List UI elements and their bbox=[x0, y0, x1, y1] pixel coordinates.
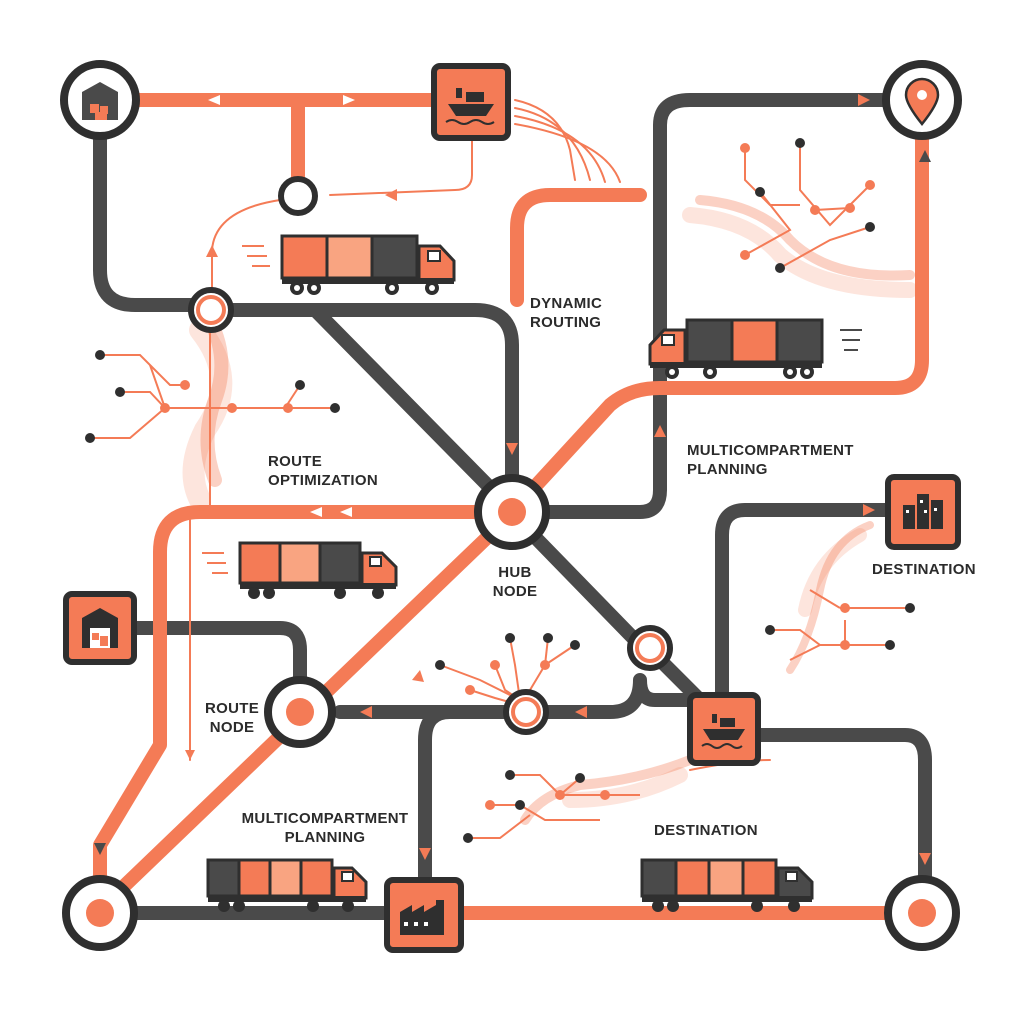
route-node-left[interactable] bbox=[188, 287, 234, 333]
route-ship-to-bottom-right bbox=[751, 728, 932, 892]
motion-streaks bbox=[182, 195, 918, 825]
label-line: MULTICOMPARTMENT bbox=[687, 442, 854, 459]
circuit-center-dots bbox=[435, 633, 580, 695]
hub-node[interactable] bbox=[474, 474, 550, 550]
node-warehouse-top-left[interactable] bbox=[60, 60, 140, 140]
label-multicompartment-planning-bottom: MULTICOMPARTMENT PLANNING bbox=[236, 809, 414, 847]
node-ship-top[interactable] bbox=[431, 63, 511, 141]
route-warehouse-left-to-route-node bbox=[128, 621, 307, 687]
building-icon bbox=[903, 494, 943, 529]
route-node-center[interactable] bbox=[503, 689, 549, 735]
truck-icon bbox=[206, 858, 368, 912]
route-building-to-ship bbox=[715, 503, 897, 707]
node-building-right[interactable] bbox=[885, 474, 961, 550]
factory-icon bbox=[400, 900, 444, 935]
warehouse-icon bbox=[82, 608, 118, 648]
dark-routes bbox=[93, 93, 932, 920]
label-line: NODE bbox=[209, 719, 255, 736]
circuit-right bbox=[770, 589, 910, 661]
warehouse-icon bbox=[82, 82, 118, 120]
thin-connectors bbox=[189, 99, 771, 771]
label-dynamic-routing: DYNAMIC ROUTING bbox=[530, 294, 602, 332]
route-node-top[interactable] bbox=[278, 176, 318, 216]
route-arrows bbox=[94, 94, 931, 919]
route-down-to-factory bbox=[418, 705, 507, 887]
label-line: ROUTE bbox=[205, 700, 259, 717]
label-hub-node: HUB NODE bbox=[470, 563, 560, 601]
truck-icon bbox=[648, 318, 862, 379]
ship-icon bbox=[445, 88, 495, 125]
label-line: NODE bbox=[492, 583, 538, 600]
route-hub-to-pin bbox=[541, 93, 897, 519]
label-multicompartment-planning-top: MULTICOMPARTMENT PLANNING bbox=[687, 441, 854, 479]
circuit-left bbox=[90, 354, 335, 439]
circuit-right-dots bbox=[765, 603, 915, 650]
label-line: ROUTING bbox=[530, 314, 602, 331]
node-bottom-left[interactable] bbox=[62, 875, 138, 951]
route-hub-to-pin-long bbox=[523, 133, 929, 499]
truck-icon bbox=[202, 541, 398, 599]
label-line: PLANNING bbox=[687, 461, 768, 478]
node-bottom-right[interactable] bbox=[884, 875, 960, 951]
circuit-center bbox=[439, 637, 576, 706]
label-route-node: ROUTE NODE bbox=[196, 699, 268, 737]
label-line: DYNAMIC bbox=[530, 295, 603, 312]
route-hub-to-right-node bbox=[523, 525, 647, 652]
ship-icon bbox=[701, 714, 745, 749]
label-line: MULTICOMPARTMENT bbox=[241, 810, 409, 827]
circuit-top-right-dots bbox=[740, 138, 875, 273]
label-line: ROUTE bbox=[268, 453, 322, 470]
label-destination-right: DESTINATION bbox=[872, 561, 976, 578]
node-factory-bottom[interactable] bbox=[384, 877, 464, 953]
truck-icon bbox=[640, 858, 814, 912]
label-destination-bottom: DESTINATION bbox=[654, 822, 758, 839]
route-hub-left-loop bbox=[93, 505, 482, 882]
map-pin-icon bbox=[904, 77, 940, 127]
label-line: PLANNING bbox=[284, 829, 366, 846]
label-line: OPTIMIZATION bbox=[268, 472, 378, 489]
route-dynamic bbox=[510, 188, 647, 307]
node-ship-right[interactable] bbox=[687, 692, 761, 766]
route-node-to-hub-curve bbox=[223, 303, 519, 497]
label-line: HUB bbox=[498, 564, 532, 581]
route-warehouse-to-node bbox=[93, 113, 202, 312]
node-map-pin-top-right[interactable] bbox=[882, 60, 962, 140]
route-ship-loop-back bbox=[333, 673, 702, 719]
circuit-bottom-dots bbox=[463, 770, 610, 843]
truck-icon bbox=[242, 234, 456, 295]
route-node-right[interactable] bbox=[627, 625, 673, 671]
circuit-left-dots bbox=[85, 350, 340, 443]
label-route-optimization: ROUTE OPTIMIZATION bbox=[268, 452, 378, 490]
node-warehouse-left[interactable] bbox=[63, 591, 137, 665]
route-node-main[interactable] bbox=[264, 676, 336, 748]
